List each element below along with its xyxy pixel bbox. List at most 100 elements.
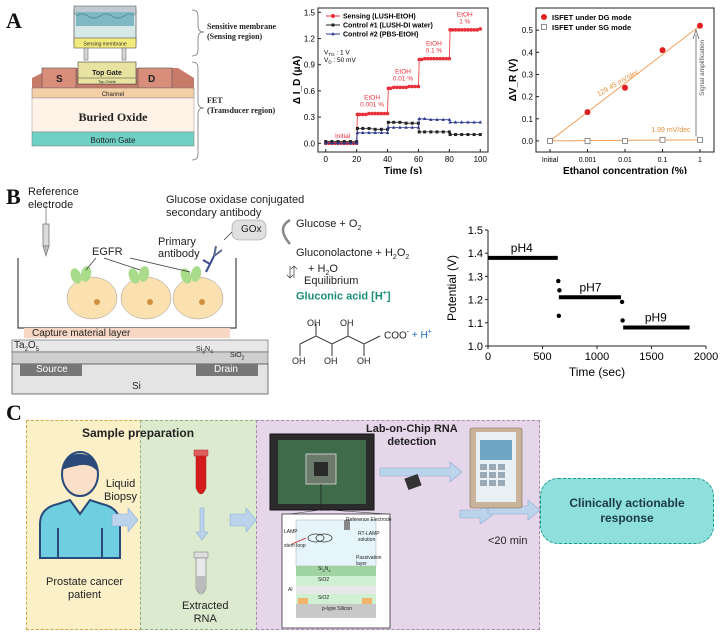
legend-label: Control #2 (PBS-EtOH) bbox=[343, 32, 418, 39]
legend-marker bbox=[541, 24, 547, 30]
oh-label-4: OH bbox=[324, 356, 338, 366]
y-tick-label: 0.0 bbox=[522, 137, 534, 146]
data-point bbox=[459, 28, 464, 32]
condition-vd: VD : 50 mV bbox=[324, 57, 356, 65]
panel-label-a: A bbox=[6, 8, 22, 33]
clinical-response-box: Clinically actionable response bbox=[540, 478, 714, 544]
x-tick-label: 0.01 bbox=[618, 157, 632, 164]
lab-on-chip-title: Lab-on-Chip RNA detection bbox=[366, 423, 458, 448]
y-tick-label: 0.9 bbox=[304, 61, 316, 70]
gox-conjugated-label: Glucose oxidase conjugated secondary ant… bbox=[166, 194, 305, 219]
x-tick-label: 1500 bbox=[639, 351, 663, 363]
sample-preparation-title: Sample preparation bbox=[82, 426, 195, 440]
cell-3 bbox=[172, 276, 224, 320]
data-point bbox=[386, 120, 390, 124]
x-tick-label: 0.001 bbox=[579, 157, 597, 164]
lamp-label: LAMP bbox=[284, 529, 298, 535]
data-point bbox=[448, 133, 452, 137]
workflow-arrows bbox=[111, 427, 541, 629]
bottom-gate-label: Bottom Gate bbox=[91, 136, 136, 145]
legend-label: ISFET under DG mode bbox=[552, 13, 632, 22]
data-point bbox=[453, 28, 458, 32]
gluconic-acid-label: Gluconic acid [H+] bbox=[296, 290, 391, 303]
data-point bbox=[460, 133, 464, 137]
data-point bbox=[556, 278, 561, 284]
data-point bbox=[447, 117, 452, 121]
data-point bbox=[385, 111, 390, 116]
annotation-etoh-4b: 1 % bbox=[459, 19, 470, 26]
data-point bbox=[417, 116, 422, 121]
data-point bbox=[441, 117, 445, 121]
data-point-dg bbox=[697, 22, 703, 29]
legend-label: Control #1 (LUSH-DI water) bbox=[343, 23, 433, 30]
gox-label: GOx bbox=[241, 224, 262, 235]
data-point bbox=[373, 130, 377, 134]
x-tick-label: 80 bbox=[445, 155, 454, 164]
sio2-cs-label-b: SiO2 bbox=[318, 595, 330, 601]
data-point bbox=[454, 133, 458, 137]
time-label: <20 min bbox=[488, 535, 528, 547]
patient-icon bbox=[39, 451, 121, 559]
data-point-sg bbox=[584, 138, 591, 144]
data-point bbox=[423, 130, 427, 134]
legend-label: Sensing (LUSH-EtOH) bbox=[343, 14, 416, 21]
data-point bbox=[342, 141, 347, 145]
sensing-membrane-label: Sensing membrane bbox=[83, 42, 127, 48]
data-point bbox=[429, 130, 433, 134]
data-point bbox=[407, 84, 411, 89]
data-point bbox=[379, 111, 384, 116]
cell-2 bbox=[120, 276, 172, 320]
data-point bbox=[450, 28, 455, 32]
data-point bbox=[466, 120, 470, 124]
source-label: Source bbox=[36, 364, 68, 375]
data-point bbox=[453, 120, 458, 124]
oh-label-3: OH bbox=[292, 356, 306, 366]
data-point bbox=[385, 130, 390, 134]
data-point bbox=[466, 28, 470, 32]
x-tick-label: 1000 bbox=[585, 351, 609, 363]
data-point bbox=[417, 130, 421, 134]
data-point-dg bbox=[622, 84, 628, 91]
data-point bbox=[404, 85, 408, 90]
y-tick-label: 0.2 bbox=[522, 93, 534, 102]
egfr-biosensor-diagram bbox=[11, 202, 381, 395]
data-point bbox=[391, 85, 396, 90]
y-tick-label: 0.6 bbox=[304, 87, 316, 96]
data-point bbox=[348, 141, 353, 145]
stem-loop-label: stem loop bbox=[284, 543, 306, 549]
data-point bbox=[386, 127, 390, 131]
annotation-etoh-3a: EtOH bbox=[426, 41, 442, 48]
dg-fit-line bbox=[549, 25, 701, 142]
y-tick-label: 0.3 bbox=[522, 70, 534, 79]
cell-1 bbox=[66, 276, 118, 320]
y-tick-label: 0.4 bbox=[522, 48, 534, 57]
data-point bbox=[354, 141, 359, 145]
data-point bbox=[398, 85, 402, 90]
legend-marker bbox=[331, 14, 335, 18]
gluconolactone-reaction: Gluconolactone + H2O2 bbox=[296, 247, 410, 262]
plot-frame bbox=[317, 7, 489, 153]
data-point bbox=[478, 120, 483, 124]
data-point bbox=[429, 56, 433, 61]
data-point bbox=[410, 121, 414, 125]
data-point bbox=[357, 112, 362, 117]
data-point bbox=[425, 56, 430, 61]
ptype-silicon-label: p-type Silicon bbox=[322, 606, 353, 612]
source-s-label: S bbox=[56, 74, 63, 85]
annotation-ph7: pH7 bbox=[579, 280, 601, 294]
drain-label: Drain bbox=[214, 364, 238, 375]
annotation-etoh-4a: EtOH bbox=[457, 12, 473, 19]
sio2-cs-label-a: SiO2 bbox=[318, 577, 330, 583]
x-tick-label: 0 bbox=[485, 351, 491, 363]
data-point bbox=[475, 28, 479, 32]
y-axis-label: ΔV_R (V) bbox=[508, 59, 519, 102]
al-label: Al bbox=[288, 587, 293, 593]
oh-label-5: OH bbox=[357, 356, 371, 366]
ta2o5-label: Ta2O5 bbox=[14, 340, 40, 353]
data-point bbox=[404, 125, 408, 129]
y-tick-label: 0.1 bbox=[522, 115, 534, 124]
x-tick-label: 1 bbox=[698, 157, 702, 164]
data-point bbox=[361, 112, 365, 117]
